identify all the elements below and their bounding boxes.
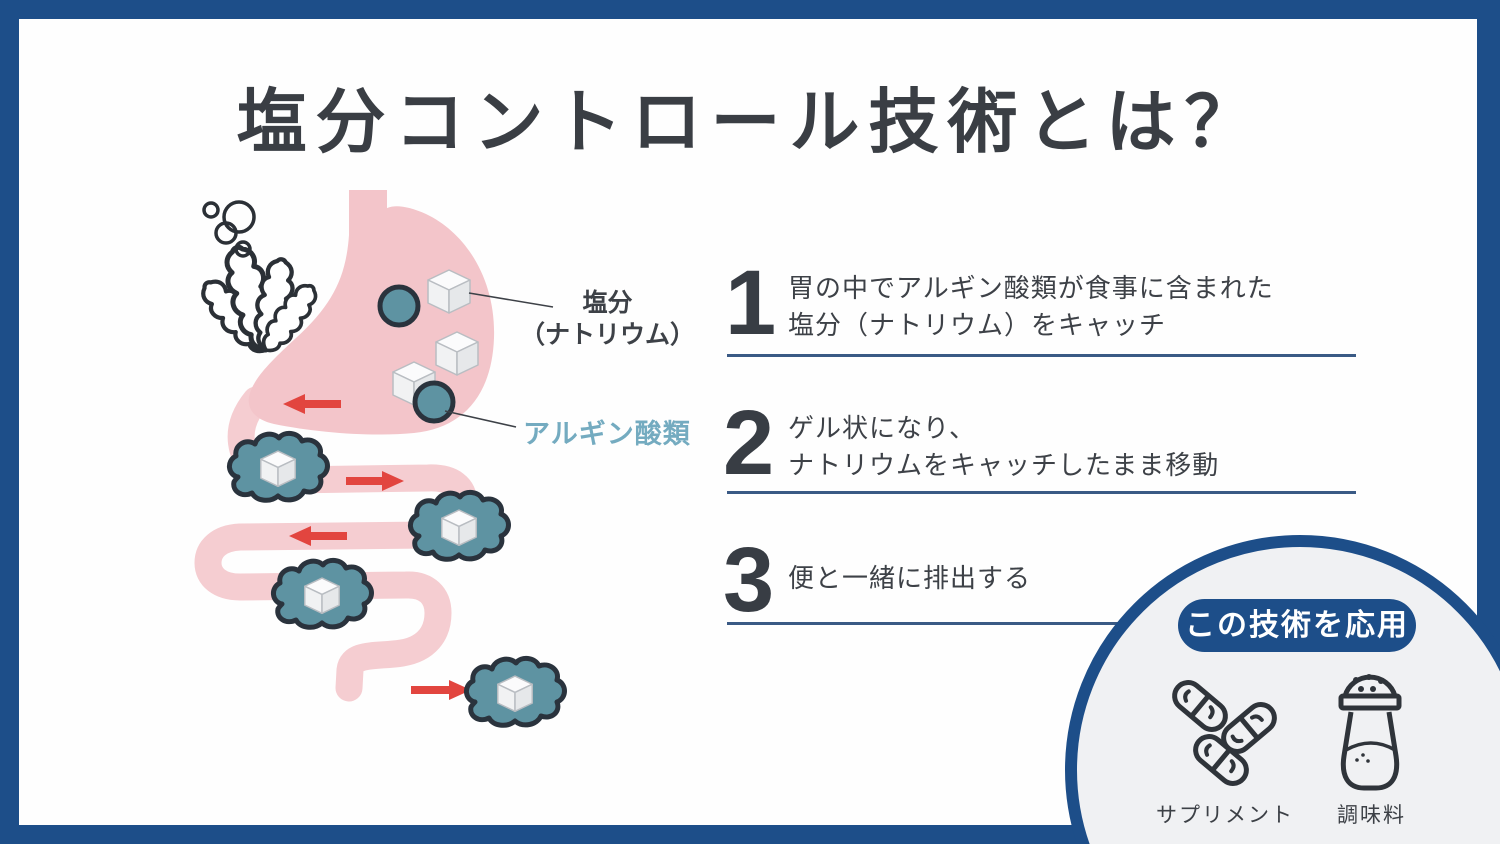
- bubbles-icon: [202, 200, 256, 258]
- step-2-number: 2: [723, 392, 775, 494]
- capsules-icon: [1169, 677, 1280, 789]
- alginate-label: アルギン酸類: [523, 419, 691, 449]
- salt-label-line1: 塩分: [582, 289, 633, 317]
- gel-cloud-icon: [273, 560, 371, 627]
- step-2-rule: [727, 491, 1356, 494]
- gel-cloud-icon: [466, 658, 564, 725]
- alginate-bead-icon: [377, 284, 421, 328]
- step-1-text: 胃の中でアルギン酸類が食事に含まれた 塩分（ナトリウム）をキャッチ: [788, 270, 1274, 344]
- step-3-line1: 便と一緒に排出する: [788, 563, 1032, 593]
- step-1-line2: 塩分（ナトリウム）をキャッチ: [788, 310, 1167, 340]
- step-1-line1: 胃の中でアルギン酸類が食事に含まれた: [788, 273, 1274, 303]
- salt-cube-icon: [435, 331, 479, 376]
- page-title: 塩分コントロール技術とは？: [236, 83, 1264, 161]
- step-3-rule: [727, 622, 1356, 625]
- gel-cloud-icon: [410, 492, 508, 559]
- supplement-label: サプリメント: [1156, 804, 1294, 827]
- application-icons: [1150, 674, 1402, 794]
- alginate-bead-icon: [412, 380, 456, 424]
- step-3-number: 3: [723, 529, 775, 631]
- digestion-illustration: [170, 190, 730, 745]
- application-badge: この技術を応用: [1178, 599, 1416, 652]
- step-2-line1: ゲル状になり、: [788, 413, 976, 443]
- salt-label: 塩分 （ナトリウム）: [520, 287, 695, 351]
- step-2-text: ゲル状になり、 ナトリウムをキャッチしたまま移動: [788, 410, 1219, 484]
- seasoning-label: 調味料: [1337, 804, 1406, 827]
- label-pointer-line: [444, 292, 554, 428]
- step-1-rule: [727, 354, 1356, 357]
- step-1-number: 1: [725, 252, 777, 354]
- step-2-line2: ナトリウムをキャッチしたまま移動: [788, 450, 1220, 480]
- salt-cube-icon: [427, 269, 471, 314]
- flow-arrow-icon: [283, 394, 471, 700]
- salt-shaker-icon: [1338, 674, 1402, 791]
- gel-cloud-icon: [229, 433, 327, 500]
- salt-label-line2: （ナトリウム）: [520, 321, 696, 349]
- step-3-text: 便と一緒に排出する: [788, 560, 1031, 597]
